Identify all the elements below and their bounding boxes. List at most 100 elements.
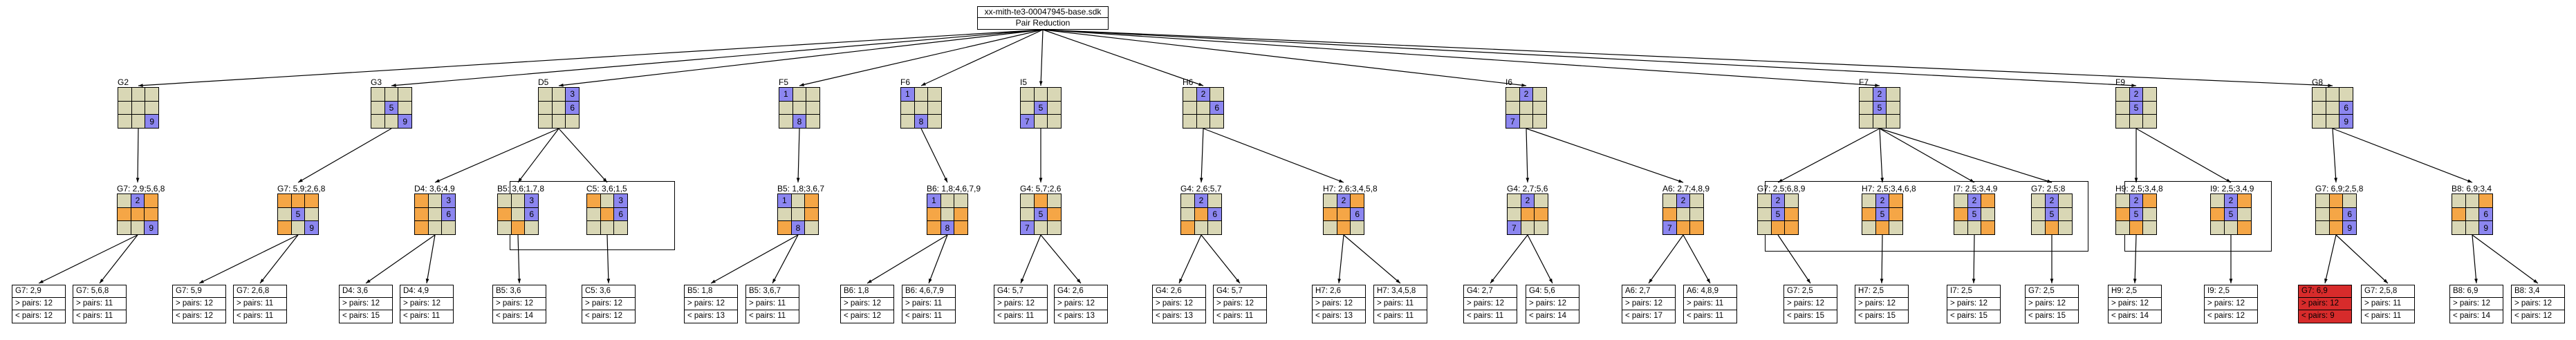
grid-cell [539, 101, 552, 115]
edge-l2-to-leaf [928, 234, 948, 284]
level2-label: G7: 2,5;6,8,9 [1757, 184, 1806, 193]
grid-cell [2326, 101, 2339, 115]
grid-cell [1889, 207, 1902, 221]
grid-cell [2211, 221, 2224, 234]
grid-cell [1034, 221, 1048, 234]
grid-cell [2316, 207, 2329, 221]
leaf-pairs-more: > pairs: 12 [493, 297, 546, 310]
grid-cell [1981, 207, 1994, 221]
grid-cell [1954, 207, 1967, 221]
grid-cell [1021, 207, 1034, 221]
grid-cell [371, 115, 384, 128]
leaf-node: B5: 1,8> pairs: 12< pairs: 13 [684, 285, 738, 323]
grid-cell [1208, 194, 1221, 207]
leaf-pairs-less: < pairs: 11 [1684, 310, 1736, 322]
grid-cell [2116, 88, 2129, 101]
edge-l1-to-l2 [920, 128, 948, 183]
arrowhead [921, 82, 926, 86]
leaf-title: H7: 2,5 [1858, 287, 1884, 295]
edge-root-to-i6 [1042, 29, 1527, 86]
grid-cell [1181, 221, 1194, 234]
grid-cell [131, 221, 145, 234]
arrowhead [606, 278, 611, 283]
grid-cell [1183, 115, 1196, 128]
leaf-node: G7: 2,5> pairs: 12< pairs: 15 [2025, 285, 2079, 323]
arrowhead [1199, 178, 1203, 182]
grid-cell [791, 207, 805, 221]
grid-cell [1663, 207, 1676, 221]
leaf-pairs-less: < pairs: 11 [746, 310, 799, 322]
grid-cell: 6 [1210, 101, 1223, 115]
grid-cell [384, 88, 398, 101]
grid-cell: 2 [1967, 194, 1981, 207]
grid-cell [118, 88, 131, 101]
leaf-title: G4: 2,7 [1467, 287, 1493, 295]
grid-cell: 6 [566, 101, 579, 115]
grid-cell [2143, 194, 2156, 207]
edge-l2-to-leaf [2324, 234, 2337, 284]
leaf-node: B6: 4,6,7,9> pairs: 11< pairs: 11 [902, 285, 956, 323]
grid-cell [2329, 194, 2343, 207]
grid-cell [600, 194, 614, 207]
leaf-pairs-less: < pairs: 11 [1214, 310, 1266, 322]
grid-cell [2329, 207, 2343, 221]
grid-cell [2059, 207, 2072, 221]
arrowhead [391, 84, 396, 87]
grid-cell [291, 194, 305, 207]
grid-cell [805, 207, 818, 221]
leaf-pairs-more: > pairs: 11 [746, 297, 799, 310]
grid-cell [145, 207, 158, 221]
grid-cell [1533, 88, 1546, 101]
leaf-title: A6: 2,7 [1625, 287, 1651, 295]
leaf-node: B6: 1,8> pairs: 12< pairs: 12 [840, 285, 894, 323]
arrowhead [1526, 178, 1530, 182]
arrowhead [1649, 278, 1653, 283]
leaf-pairs-more: > pairs: 12 [2512, 297, 2564, 310]
edge-l1-to-l2 [1879, 128, 1975, 183]
grid-cell [2316, 221, 2329, 234]
edge-l2-to-leaf [38, 234, 138, 284]
grid-cell [1519, 115, 1533, 128]
edge-l1-to-l2 [434, 128, 559, 183]
grid-cell: 5 [2129, 101, 2143, 115]
level1-label: D5 [538, 77, 549, 87]
leaf-pairs-less: < pairs: 11 [994, 310, 1047, 322]
grid-cell [928, 115, 941, 128]
leaf-title: I9: 2,5 [2207, 287, 2230, 295]
leaf-pairs-less: < pairs: 12 [2205, 310, 2257, 322]
leaf-pairs-less: < pairs: 11 [902, 310, 955, 322]
leaf-pairs-more: > pairs: 11 [234, 297, 286, 310]
grid-cell [539, 88, 552, 101]
arrowhead [1548, 278, 1553, 283]
grid-cell [1690, 194, 1703, 207]
grid-cell [539, 115, 552, 128]
grid-cell [525, 221, 538, 234]
grid-cell [1860, 101, 1873, 115]
leaf-title: G4: 5,7 [997, 287, 1023, 295]
leaf-node: D4: 3,6> pairs: 12< pairs: 15 [339, 285, 393, 323]
grid-cell [2116, 101, 2129, 115]
leaf-pairs-more: > pairs: 12 [12, 297, 65, 310]
grid-cell [1535, 194, 1548, 207]
leaf-pairs-less: < pairs: 15 [340, 310, 392, 322]
grid-cell [552, 88, 566, 101]
leaf-pairs-less: < pairs: 13 [1055, 310, 1107, 322]
arrowhead [2383, 278, 2388, 283]
edge-l1-to-l2 [2332, 128, 2337, 183]
edge-l2-to-leaf [2335, 234, 2389, 284]
arrowhead [1880, 278, 1884, 283]
grid-cell: 9 [2339, 115, 2353, 128]
edge-l2-to-leaf [2472, 234, 2539, 284]
leaf-pairs-more: > pairs: 12 [1947, 297, 2000, 310]
grid-cell [1533, 101, 1546, 115]
grid-cell [305, 207, 318, 221]
arrowhead [2229, 278, 2233, 283]
grid-cell [901, 101, 914, 115]
grid-cell [1508, 207, 1521, 221]
grid-cell [305, 194, 318, 207]
grid-cell [927, 221, 940, 234]
grid-cell [442, 221, 455, 234]
